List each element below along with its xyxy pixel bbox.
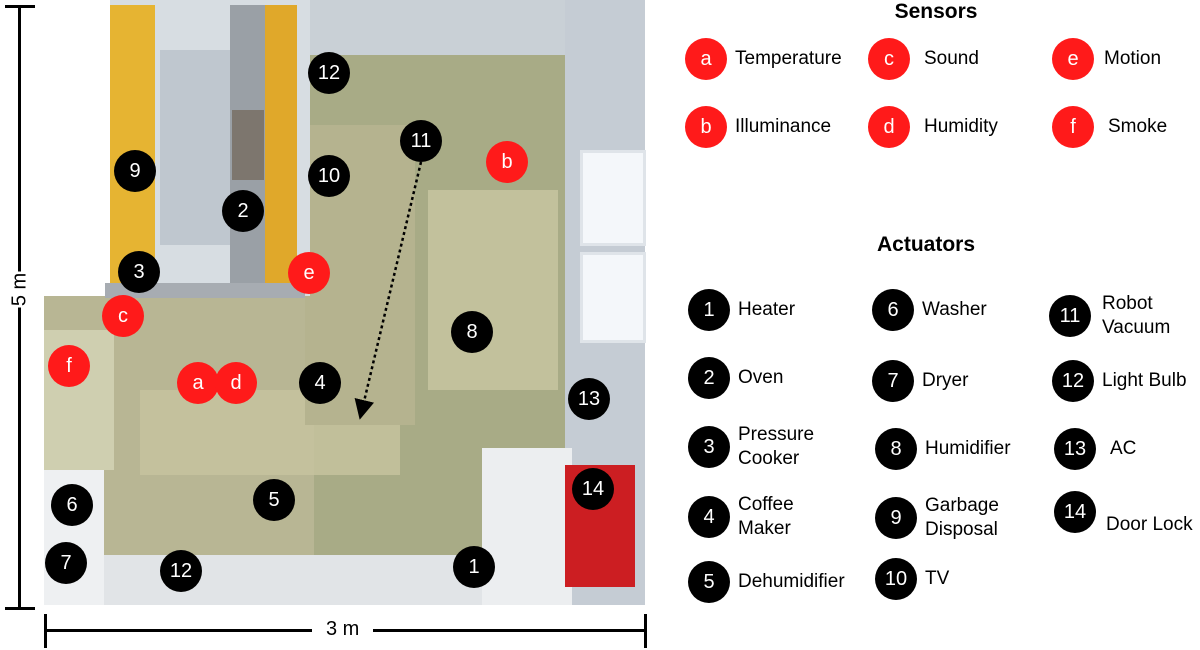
legend-actuator-14-label: Door Lock bbox=[1106, 514, 1193, 535]
legend-sensor-c: c Sound bbox=[868, 38, 979, 80]
plan-actuator-6: 6 bbox=[51, 484, 93, 526]
legend-sensor-d-label: Humidity bbox=[924, 116, 998, 138]
plan-actuator-10: 10 bbox=[308, 155, 350, 197]
sensors-heading: Sensors bbox=[894, 0, 978, 23]
legend-actuator-1-label: Heater bbox=[738, 299, 796, 321]
height-label: 5 m bbox=[8, 271, 32, 308]
legend-actuator-1: 1 Heater bbox=[688, 289, 795, 331]
legend-actuator-9-label: Garbage Disposal bbox=[925, 495, 999, 540]
legend-actuator-7-badge: 7 bbox=[872, 360, 914, 402]
legend-sensor-f: f Smoke bbox=[1052, 106, 1167, 148]
legend-actuator-5: 5 Dehumidifier bbox=[688, 561, 845, 603]
legend-actuator-1-badge: 1 bbox=[688, 289, 730, 331]
legend-sensor-b-label: Illuminance bbox=[735, 116, 832, 138]
plan-actuator-13: 13 bbox=[568, 378, 610, 420]
legend-actuator-6-badge: 6 bbox=[872, 289, 914, 331]
legend-sensor-f-label: Smoke bbox=[1108, 116, 1168, 138]
width-label: 3 m bbox=[312, 618, 374, 641]
plan-sensor-a: a bbox=[177, 362, 219, 404]
plan-actuator-2: 2 bbox=[222, 190, 264, 232]
legend-actuator-12-badge: 12 bbox=[1052, 360, 1094, 402]
kitchen-cabinet-right bbox=[265, 5, 297, 283]
entry-cabinet bbox=[482, 448, 572, 605]
legend-actuator-13: 13 AC bbox=[1054, 428, 1136, 470]
legend-sensor-b-badge: b bbox=[685, 106, 727, 148]
plan-actuator-12: 12 bbox=[308, 52, 350, 94]
legend-actuator-11-label: Robot Vacuum bbox=[1102, 293, 1171, 338]
legend-actuator-8: 8 Humidifier bbox=[875, 428, 1011, 470]
legend-sensor-c-badge: c bbox=[868, 38, 910, 80]
plan-sensor-f: f bbox=[48, 345, 90, 387]
legend-actuator-11-badge: 11 bbox=[1049, 294, 1091, 337]
plan-actuator-5: 5 bbox=[253, 479, 295, 521]
plan-actuator-14: 14 bbox=[572, 468, 614, 510]
plan-sensor-e: e bbox=[288, 252, 330, 294]
window-upper bbox=[580, 150, 646, 246]
window-lower bbox=[580, 252, 646, 343]
plan-sensor-d: d bbox=[215, 362, 257, 404]
legend-actuator-13-badge: 13 bbox=[1054, 428, 1096, 470]
plan-actuator-8: 8 bbox=[451, 311, 493, 353]
legend-sensor-c-label: Sound bbox=[924, 48, 979, 70]
legend-actuator-12-label: Light Bulb bbox=[1102, 370, 1187, 392]
legend-actuator-14: 14 Door Lock bbox=[1054, 487, 1193, 537]
counter-edge bbox=[105, 283, 305, 298]
legend-actuator-8-badge: 8 bbox=[875, 428, 917, 470]
legend-actuator-2-label: Oven bbox=[738, 367, 784, 389]
legend-actuator-2-badge: 2 bbox=[688, 357, 730, 399]
legend-actuator-4-label: Coffee Maker bbox=[738, 494, 794, 539]
legend-actuator-10: 10 TV bbox=[875, 558, 949, 600]
legend-actuator-2: 2 Oven bbox=[688, 357, 783, 399]
plan-actuator-9: 9 bbox=[114, 150, 156, 192]
plan-actuator-3: 3 bbox=[118, 251, 160, 293]
kitchen-cabinet-left bbox=[110, 5, 155, 283]
legend-sensor-b: b Illuminance bbox=[685, 106, 831, 148]
legend-actuator-7-label: Dryer bbox=[922, 370, 969, 392]
legend-actuator-8-label: Humidifier bbox=[925, 438, 1011, 460]
legend-actuator-3-label: Pressure Cooker bbox=[738, 424, 815, 469]
stove bbox=[232, 110, 264, 180]
legend-sensor-a-label: Temperature bbox=[735, 48, 842, 70]
legend-actuator-3: 3 Pressure Cooker bbox=[688, 423, 814, 471]
legend-actuator-4: 4 Coffee Maker bbox=[688, 493, 794, 541]
legend-actuator-6-label: Washer bbox=[922, 299, 987, 321]
plan-actuator-4: 4 bbox=[299, 362, 341, 404]
legend-actuator-3-badge: 3 bbox=[688, 425, 730, 468]
legend-actuator-5-badge: 5 bbox=[688, 561, 730, 603]
legend-actuator-12: 12 Light Bulb bbox=[1052, 360, 1187, 402]
legend-actuator-10-label: TV bbox=[925, 568, 950, 590]
legend-sensor-e: e Motion bbox=[1052, 38, 1161, 80]
legend-sensor-d: d Humidity bbox=[868, 106, 998, 148]
legend-actuator-14-badge: 14 bbox=[1054, 490, 1096, 533]
floor-front-edge bbox=[44, 555, 484, 605]
legend-sensor-a: a Temperature bbox=[685, 38, 842, 80]
plan-actuator-12-second: 12 bbox=[160, 550, 202, 592]
legend-actuator-7: 7 Dryer bbox=[872, 360, 968, 402]
plan-sensor-c: c bbox=[102, 295, 144, 337]
legend-actuator-4-badge: 4 bbox=[688, 495, 730, 538]
legend-sensor-a-badge: a bbox=[685, 38, 727, 80]
legend-actuator-5-label: Dehumidifier bbox=[738, 571, 845, 593]
floor-mat bbox=[428, 190, 558, 390]
plan-sensor-b: b bbox=[486, 141, 528, 183]
legend-actuator-10-badge: 10 bbox=[875, 558, 917, 600]
actuators-heading: Actuators bbox=[876, 233, 976, 256]
legend-sensor-f-badge: f bbox=[1052, 106, 1094, 148]
legend-actuator-13-label: AC bbox=[1110, 438, 1137, 460]
legend-actuator-11: 11 Robot Vacuum bbox=[1049, 292, 1170, 340]
legend-actuator-9-badge: 9 bbox=[875, 496, 917, 539]
plan-actuator-11: 11 bbox=[400, 120, 442, 162]
legend-actuator-6: 6 Washer bbox=[872, 289, 987, 331]
plan-actuator-1: 1 bbox=[453, 546, 495, 588]
legend-sensor-e-badge: e bbox=[1052, 38, 1094, 80]
legend-sensor-d-badge: d bbox=[868, 106, 910, 148]
plan-actuator-7: 7 bbox=[45, 542, 87, 584]
kitchen-aisle bbox=[160, 50, 230, 245]
legend-actuator-9: 9 Garbage Disposal bbox=[875, 494, 999, 542]
legend-sensor-e-label: Motion bbox=[1104, 48, 1162, 70]
